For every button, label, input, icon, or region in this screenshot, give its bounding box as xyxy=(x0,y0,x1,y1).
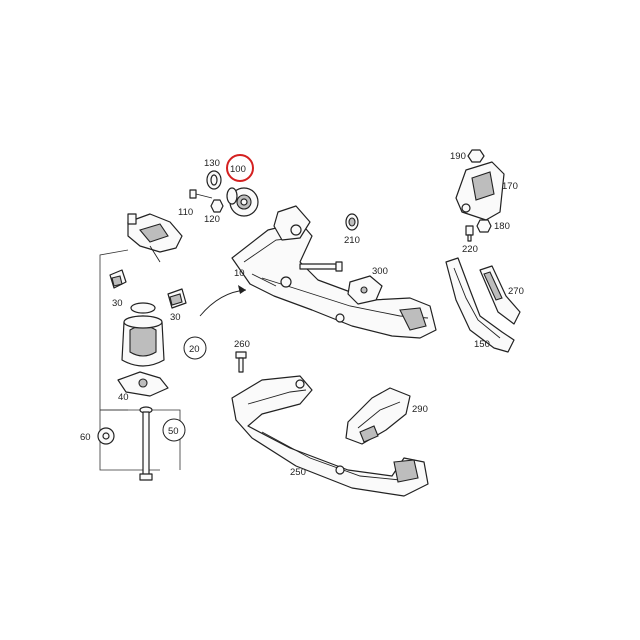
arrow-head xyxy=(238,285,246,294)
part-30-bracket-top[interactable] xyxy=(127,213,183,263)
part-100-wheel-hub[interactable] xyxy=(226,187,259,217)
part-300-bracket[interactable] xyxy=(347,275,383,305)
callout-30-right: 30 xyxy=(170,312,181,323)
callout-220: 220 xyxy=(462,244,478,255)
part-30-clip-left[interactable] xyxy=(109,269,127,289)
callout-110: 110 xyxy=(178,207,193,218)
part-190-nut[interactable] xyxy=(467,149,485,163)
callout-circle-50 xyxy=(162,418,186,442)
callout-20: 20 xyxy=(189,344,200,355)
part-60-washer[interactable] xyxy=(97,427,115,445)
callout-150: 150 xyxy=(474,339,490,350)
callout-120: 120 xyxy=(204,214,220,225)
part-250-subframe[interactable] xyxy=(231,375,429,497)
callout-250: 250 xyxy=(290,467,306,478)
callout-170: 170 xyxy=(502,181,518,192)
callout-100: 100 xyxy=(230,164,246,175)
callout-190: 190 xyxy=(450,151,466,162)
callout-300: 300 xyxy=(372,266,388,277)
callout-290: 290 xyxy=(412,404,428,415)
part-220-bolt[interactable] xyxy=(465,225,474,242)
part-170-mount[interactable] xyxy=(455,161,505,221)
highlight-ring-100 xyxy=(226,154,254,182)
callout-circle-20 xyxy=(183,336,207,360)
part-270-strut[interactable] xyxy=(479,265,521,325)
callout-130: 130 xyxy=(204,158,220,169)
part-40-lower-bracket[interactable] xyxy=(117,371,169,397)
callout-260: 260 xyxy=(234,339,250,350)
pointer-arrow xyxy=(199,289,247,317)
callout-270: 270 xyxy=(508,286,524,297)
part-10-crossmember[interactable] xyxy=(231,205,437,339)
part-150-arm[interactable] xyxy=(445,257,515,353)
part-130-bushing[interactable] xyxy=(206,170,222,190)
callout-60: 60 xyxy=(80,432,91,443)
callout-30-left: 30 xyxy=(112,298,123,309)
part-180-bolt[interactable] xyxy=(476,219,492,233)
callout-180: 180 xyxy=(494,221,510,232)
part-110-bolt[interactable] xyxy=(189,189,213,199)
part-long-bolt[interactable] xyxy=(139,406,153,481)
part-290-shield[interactable] xyxy=(345,387,411,445)
part-crossmember-bolt[interactable] xyxy=(299,261,343,272)
part-30-clip-right[interactable] xyxy=(167,288,187,309)
mount-kit-group xyxy=(99,249,181,471)
part-20-engine-mount[interactable] xyxy=(121,302,165,367)
callout-40: 40 xyxy=(118,392,129,403)
part-260-bolt[interactable] xyxy=(235,351,247,373)
part-120-nut[interactable] xyxy=(210,199,224,213)
part-210-grommet[interactable] xyxy=(345,213,359,231)
callout-10: 10 xyxy=(234,268,245,279)
callout-50: 50 xyxy=(168,426,179,437)
callout-210: 210 xyxy=(344,235,360,246)
